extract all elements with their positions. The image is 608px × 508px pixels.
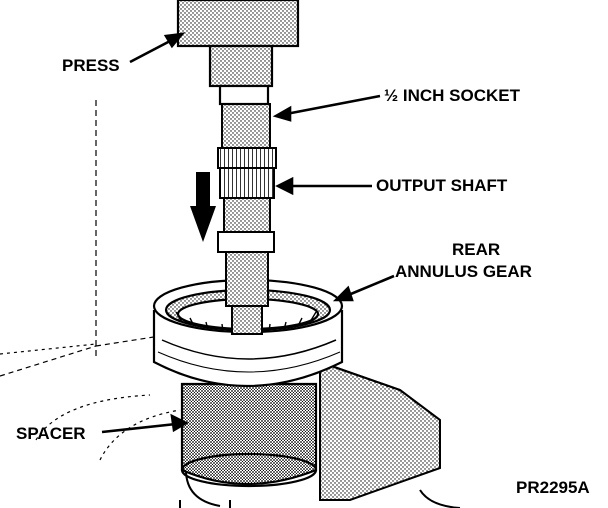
press-ram xyxy=(176,0,300,106)
label-rear-annulus-line1: REAR xyxy=(452,240,501,259)
figure-code: PR2295A xyxy=(516,478,590,497)
label-press: PRESS xyxy=(62,56,120,75)
press-base xyxy=(179,360,461,508)
workbench-lines xyxy=(0,100,181,461)
label-spacer: SPACER xyxy=(16,424,86,443)
output-shaft xyxy=(217,195,275,335)
press-direction-arrow xyxy=(190,172,216,242)
rear-annulus-gear xyxy=(152,278,344,387)
leader-arrows xyxy=(101,32,395,434)
label-output-shaft: OUTPUT SHAFT xyxy=(376,176,508,195)
label-socket: ½ INCH SOCKET xyxy=(384,86,521,105)
half-inch-socket xyxy=(217,103,277,199)
label-rear-annulus-line2: ANNULUS GEAR xyxy=(395,262,532,281)
spacer-part xyxy=(180,382,318,488)
